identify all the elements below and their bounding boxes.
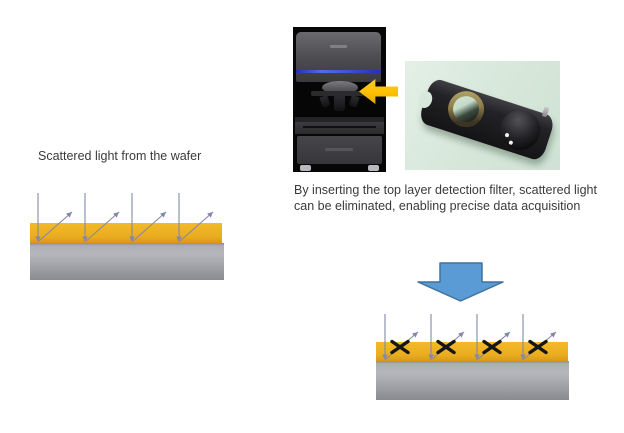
scattered-light-caption: Scattered light from the wafer xyxy=(38,149,202,163)
objective-lens-icon xyxy=(319,95,331,108)
objective-lens-icon xyxy=(334,96,345,111)
cross-icon xyxy=(436,339,456,355)
wafer-substrate xyxy=(30,243,224,280)
microscope-stage-shelf xyxy=(295,117,384,122)
microscope-photo xyxy=(293,27,386,172)
microscope-blue-stripe xyxy=(296,70,381,73)
wafer-scattered-diagram xyxy=(30,193,224,280)
filter-aperture-ring xyxy=(443,86,489,132)
wafer-substrate xyxy=(376,361,569,400)
wafer-filtered-diagram xyxy=(376,314,569,400)
cross-icon xyxy=(528,339,548,355)
knob-dot xyxy=(504,132,510,138)
microscope-stage-slot xyxy=(303,126,376,128)
wafer-top-layer xyxy=(376,342,568,361)
microscope-base xyxy=(297,136,382,164)
result-down-arrow-icon xyxy=(417,262,504,302)
microscope-base-label xyxy=(325,148,353,151)
microscope-head xyxy=(296,32,381,82)
filter-knob xyxy=(495,104,546,156)
light-arrows xyxy=(382,314,557,360)
scattered-light-arrow xyxy=(38,211,73,242)
cross-icon xyxy=(482,339,502,355)
cross-icon xyxy=(390,339,410,355)
knob-dot xyxy=(508,140,514,146)
filter-photo xyxy=(405,61,560,170)
microscope-turret-dome xyxy=(321,81,358,94)
microscope-foot xyxy=(300,165,311,171)
microscope-nosepiece xyxy=(310,91,369,96)
wafer-top-layer xyxy=(30,223,222,243)
light-arrows xyxy=(35,193,214,242)
explanation-text: By inserting the top layer detection fil… xyxy=(294,183,597,213)
microscope-foot xyxy=(368,165,379,171)
filter-aperture xyxy=(449,92,483,126)
microscope-stage xyxy=(295,122,384,134)
filter-screw xyxy=(541,106,550,118)
microscope-brand-mark xyxy=(330,45,347,48)
scattered-light-arrow xyxy=(132,211,167,242)
scattered-light-arrow xyxy=(85,211,120,242)
objective-lens-icon xyxy=(348,95,360,108)
filter-grip-notch xyxy=(416,89,435,110)
scattered-light-arrow xyxy=(179,211,214,242)
filter-slider-body xyxy=(416,77,556,163)
